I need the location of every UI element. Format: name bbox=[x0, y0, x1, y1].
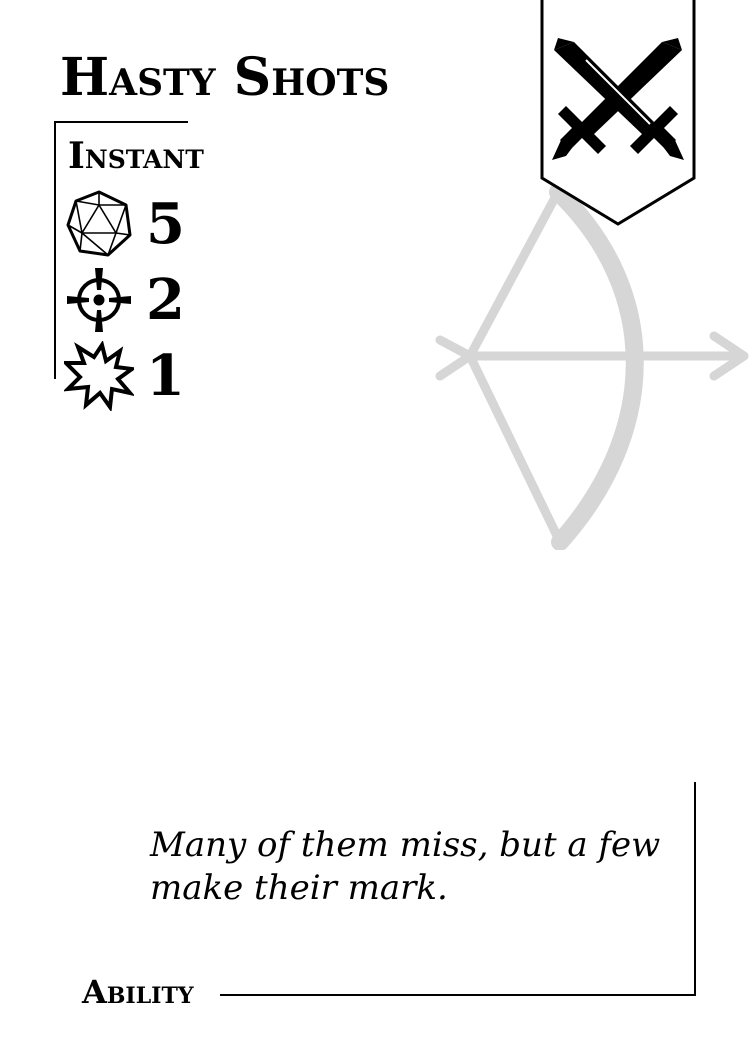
flavor-text: Many of them miss, but a few make their … bbox=[150, 825, 661, 908]
stat-dice-value: 5 bbox=[146, 191, 185, 257]
banner bbox=[540, 0, 696, 226]
stat-dice: 5 bbox=[64, 188, 185, 260]
stat-accuracy-value: 2 bbox=[146, 267, 185, 333]
card-type-label: Ability bbox=[82, 976, 204, 1008]
stat-bracket bbox=[54, 121, 188, 379]
stat-impact-value: 1 bbox=[146, 343, 185, 409]
card-subtype: Instant bbox=[68, 135, 204, 177]
d20-die-icon bbox=[66, 190, 132, 257]
stat-accuracy: 2 bbox=[64, 264, 185, 336]
card-title: Hasty Shots bbox=[60, 47, 390, 108]
flavor-bracket bbox=[220, 782, 696, 996]
burst-impact-icon bbox=[64, 341, 134, 411]
crosshair-target-icon bbox=[67, 268, 131, 332]
stat-impact: 1 bbox=[64, 340, 185, 412]
bow-and-arrow-icon bbox=[435, 183, 749, 550]
crossed-swords-icon bbox=[552, 38, 684, 160]
